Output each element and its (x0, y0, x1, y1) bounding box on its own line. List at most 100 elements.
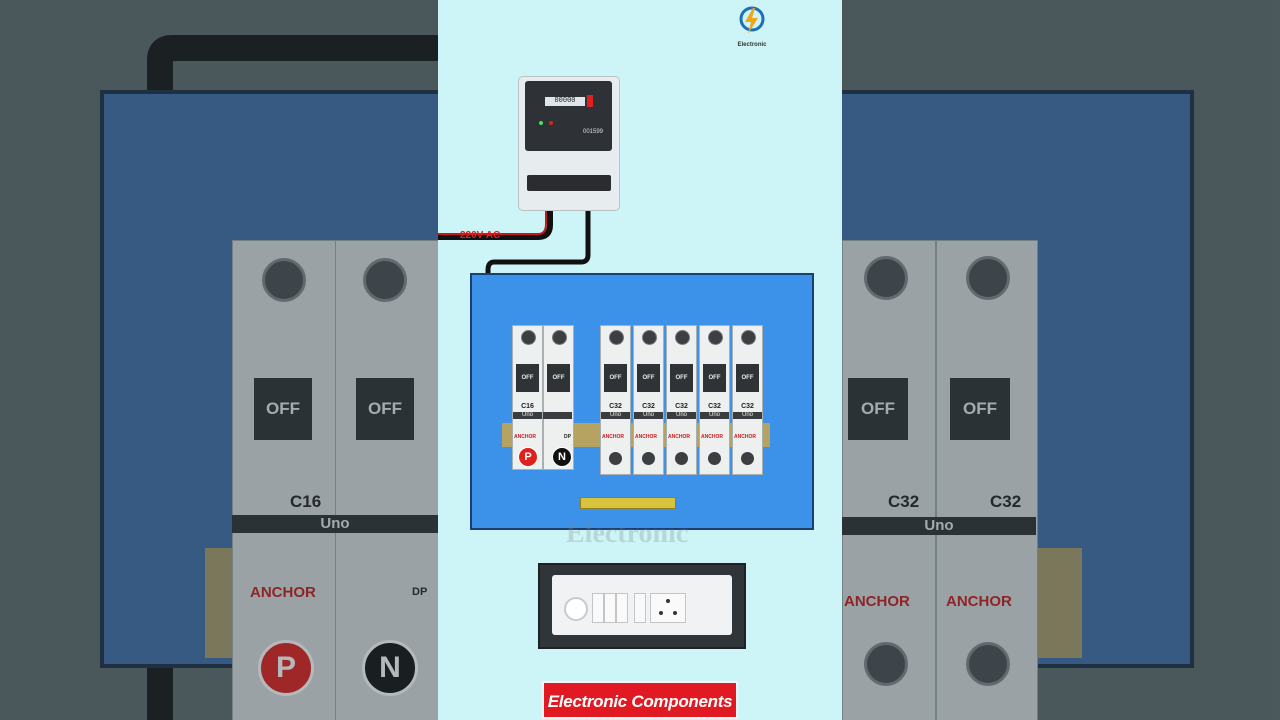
fan-regulator-knob[interactable] (564, 597, 588, 621)
switch-off-label: OFF (254, 378, 312, 440)
branch-breaker-pole (842, 240, 936, 720)
branch-breaker: OFF C32 Uno ANCHOR (732, 325, 763, 475)
branch-breaker-pole (936, 240, 1038, 720)
switch-off-label: OFF (637, 364, 660, 392)
brand-label: ANCHOR (701, 434, 723, 440)
rating-label: C32 (888, 492, 920, 511)
screw-icon (609, 452, 622, 465)
screw-icon (262, 258, 306, 302)
branch-breaker: OFF C32 Uno ANCHOR (633, 325, 664, 475)
socket-switch[interactable] (634, 593, 646, 623)
rating-label: C32 (741, 403, 754, 410)
rating-label: C32 (675, 403, 688, 410)
series-label: Uno (634, 412, 663, 419)
socket-hole-icon (666, 599, 670, 603)
neutral-terminal: N (552, 447, 572, 467)
switch-off-label: OFF (670, 364, 693, 392)
led-indicator-icon (587, 95, 593, 107)
screw-icon (521, 330, 536, 345)
neutral-terminal: N (362, 640, 418, 696)
meter-terminal-block (527, 175, 611, 191)
switch-off-label: OFF (516, 364, 539, 392)
logo-text: Electronic (737, 42, 767, 48)
series-label: Uno (842, 517, 1036, 535)
socket-hole-icon (673, 611, 677, 615)
brand-label: ANCHOR (734, 434, 756, 440)
brand-label: ANCHOR (668, 434, 690, 440)
main-breaker-pole: OFF DP (543, 325, 574, 470)
switch-off-label: OFF (848, 378, 908, 440)
screw-icon (864, 642, 908, 686)
rating-label: C32 (990, 492, 1022, 511)
screw-icon (675, 452, 688, 465)
branch-breaker: OFF C32 Uno ANCHOR (699, 325, 730, 475)
brand-label: ANCHOR (844, 593, 910, 610)
rating-label: C32 (642, 403, 655, 410)
switch-off-label: OFF (356, 378, 414, 440)
light-switch-2[interactable] (604, 593, 616, 623)
switch-off-label: OFF (547, 364, 570, 392)
meter-reading: 001599 (583, 129, 604, 135)
switch-off-label: OFF (950, 378, 1010, 440)
light-switch-3[interactable] (616, 593, 628, 623)
channel-logo: Electronic (734, 6, 770, 48)
series-label: Uno (513, 412, 542, 419)
watermark: Electronic (566, 518, 689, 549)
series-label: Uno (667, 412, 696, 419)
supply-label: 220V AC (460, 230, 501, 241)
phase-terminal: P (518, 447, 538, 467)
screw-icon (642, 452, 655, 465)
meter-display: 00000 (545, 97, 585, 106)
brand-label: ANCHOR (602, 434, 624, 440)
energy-meter: 00000 001599 (518, 76, 620, 211)
main-breaker-pole: OFF C16 Uno ANCHOR (512, 325, 543, 470)
branch-breaker: OFF C32 Uno ANCHOR (600, 325, 631, 475)
light-switch-1[interactable] (592, 593, 604, 623)
power-led-icon (539, 121, 543, 125)
screw-icon (363, 258, 407, 302)
screw-icon (609, 330, 624, 345)
screw-icon (741, 452, 754, 465)
left-background: OFF OFF C16 Uno ANCHOR DP P N (0, 0, 438, 720)
brand-label: ANCHOR (514, 434, 536, 440)
phase-terminal: P (258, 640, 314, 696)
screw-icon (741, 330, 756, 345)
title-banner: Electronic Components (542, 681, 738, 719)
series-label: Uno (700, 412, 729, 419)
switch-off-label: OFF (736, 364, 759, 392)
screw-icon (675, 330, 690, 345)
meter-panel: 00000 001599 (525, 81, 612, 151)
power-socket[interactable] (650, 593, 686, 623)
screw-icon (708, 330, 723, 345)
series-label: Uno (733, 412, 762, 419)
screw-icon (642, 330, 657, 345)
brand-label: ANCHOR (946, 593, 1012, 610)
blur-overlay (0, 0, 438, 720)
series-label: Uno (232, 515, 438, 533)
lightning-logo-icon (739, 6, 765, 34)
branch-breaker: OFF C32 Uno ANCHOR (666, 325, 697, 475)
series-label: Uno (601, 412, 630, 419)
switch-off-label: OFF (604, 364, 627, 392)
screw-icon (966, 256, 1010, 300)
video-frame: Electronic 00000 001599 220V AC (438, 0, 842, 720)
pulse-led-icon (549, 121, 553, 125)
pole-type-label: DP (412, 586, 428, 598)
rating-label: C32 (609, 403, 622, 410)
distribution-board: OFF C16 Uno ANCHOR OFF DP P N OFF C32 Un… (470, 273, 814, 530)
brand-label: ANCHOR (635, 434, 657, 440)
switch-plate (552, 575, 732, 635)
rating-label: C32 (708, 403, 721, 410)
screw-icon (966, 642, 1010, 686)
brand-label: ANCHOR (250, 584, 316, 601)
neutral-busbar (580, 497, 676, 509)
screw-icon (708, 452, 721, 465)
blur-overlay (842, 0, 1280, 720)
screw-icon (552, 330, 567, 345)
series-label-bar (543, 412, 572, 419)
socket-hole-icon (659, 611, 663, 615)
switch-off-label: OFF (703, 364, 726, 392)
rating-label: C16 (290, 492, 322, 511)
right-background: OFF OFF C32 C32 Uno ANCHOR ANCHOR (842, 0, 1280, 720)
switch-board (538, 563, 746, 649)
